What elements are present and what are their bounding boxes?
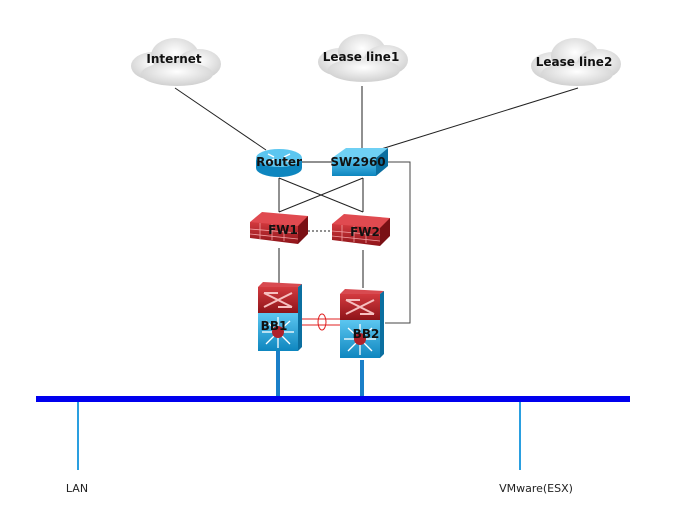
cloud-lease-line2: Lease line2 [531, 38, 621, 86]
bb2-label: BB2 [353, 327, 380, 341]
lan-label: LAN [66, 482, 88, 495]
link-internet-router [174, 87, 267, 151]
cloud-internet: Internet [131, 38, 221, 86]
fw1-label: FW1 [268, 223, 298, 237]
core-switch-bb1: BB1 [257, 281, 303, 352]
lease1-label: Lease line1 [323, 50, 400, 64]
bb1-label: BB1 [261, 319, 288, 333]
network-bus [36, 396, 630, 402]
switch-icon: SW2960 [330, 148, 388, 176]
cloud-lease-line1: Lease line1 [318, 34, 408, 82]
router-icon: Router [256, 149, 302, 177]
links [174, 86, 579, 324]
fw2-label: FW2 [350, 225, 380, 239]
link-switch-bb2 [385, 161, 411, 324]
vmware-label: VMware(ESX) [499, 482, 573, 495]
firewall-fw1: FW1 [249, 211, 309, 245]
core-switch-bb2: BB2 [339, 288, 385, 359]
internet-label: Internet [146, 52, 201, 66]
firewall-fw2: FW2 [331, 213, 391, 247]
switch-label: SW2960 [330, 155, 385, 169]
lease2-label: Lease line2 [536, 55, 613, 69]
link-bb1-bb2 [300, 313, 341, 331]
link-lease2-switch [377, 87, 579, 151]
link-switch-fw1 [278, 177, 364, 213]
router-label: Router [256, 155, 302, 169]
